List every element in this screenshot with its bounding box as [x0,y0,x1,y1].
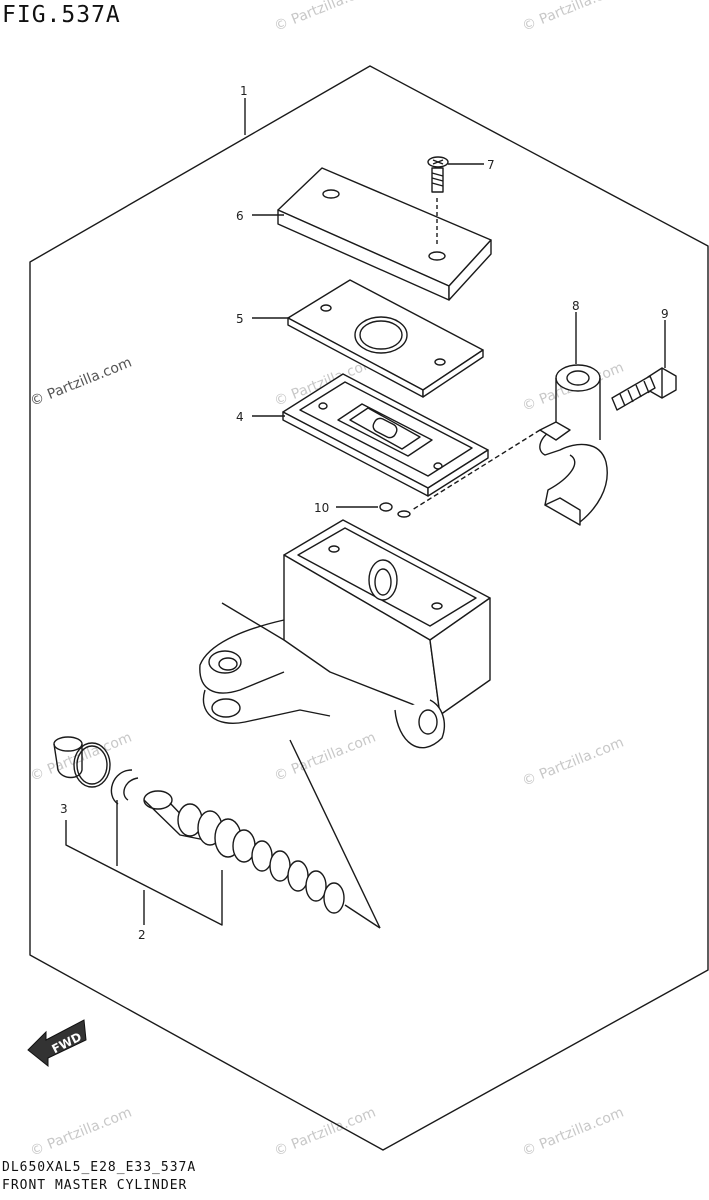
callout-6: 6 [236,209,244,223]
callout-3: 3 [60,802,68,816]
diagram-code: DL650XAL5_E28_E33_537A [2,1160,197,1175]
part-8-clamp [411,364,608,526]
part-5-plate [287,279,484,398]
callout-2: 2 [138,928,146,942]
part-6-cap [277,167,492,301]
part-4-diaphragm [282,373,489,497]
callout-9: 9 [661,307,669,321]
master-cylinder-body [199,519,491,929]
assembly-boundary [29,65,709,1151]
callout-5: 5 [236,312,244,326]
figure-label: FIG.537A [2,2,121,28]
callout-4: 4 [236,410,244,424]
part-7-screw [427,156,449,246]
callout-1: 1 [240,84,248,98]
fwd-arrow-icon: FWD [27,1019,87,1068]
part-3-piston-kit [53,736,381,929]
callout-7: 7 [487,158,495,172]
diagram-title: FRONT MASTER CYLINDER [2,1178,188,1193]
callout-10: 10 [314,501,329,515]
callout-8: 8 [572,299,580,313]
part-10-oring [379,502,411,518]
part-9-bolt [611,367,677,411]
